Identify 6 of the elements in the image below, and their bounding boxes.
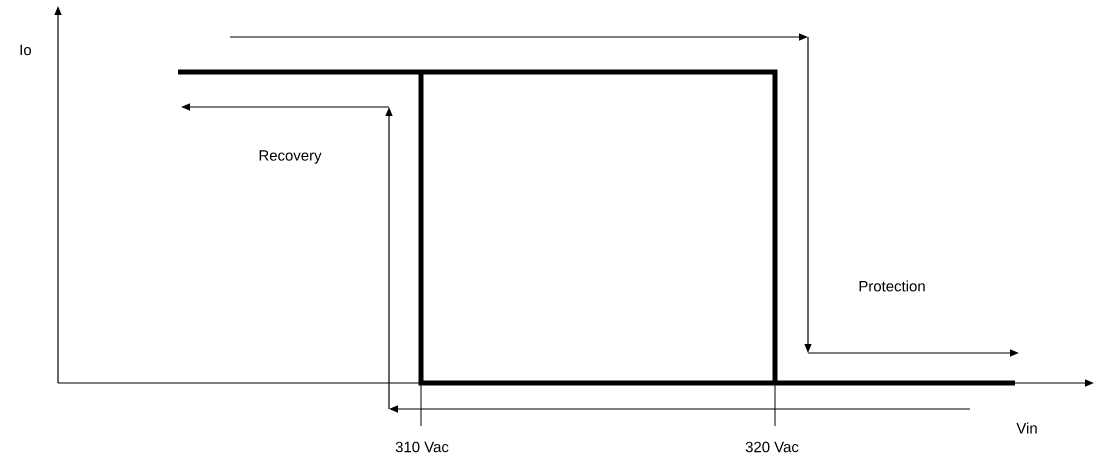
tick-label: 320 Vac — [745, 441, 799, 453]
tick-label: 310 Vac — [395, 441, 449, 453]
axis-label: Io — [20, 44, 32, 56]
curve-label: Recovery — [259, 150, 322, 164]
curve-label: Protection — [859, 280, 925, 292]
axis-label: Vin — [1016, 422, 1037, 434]
